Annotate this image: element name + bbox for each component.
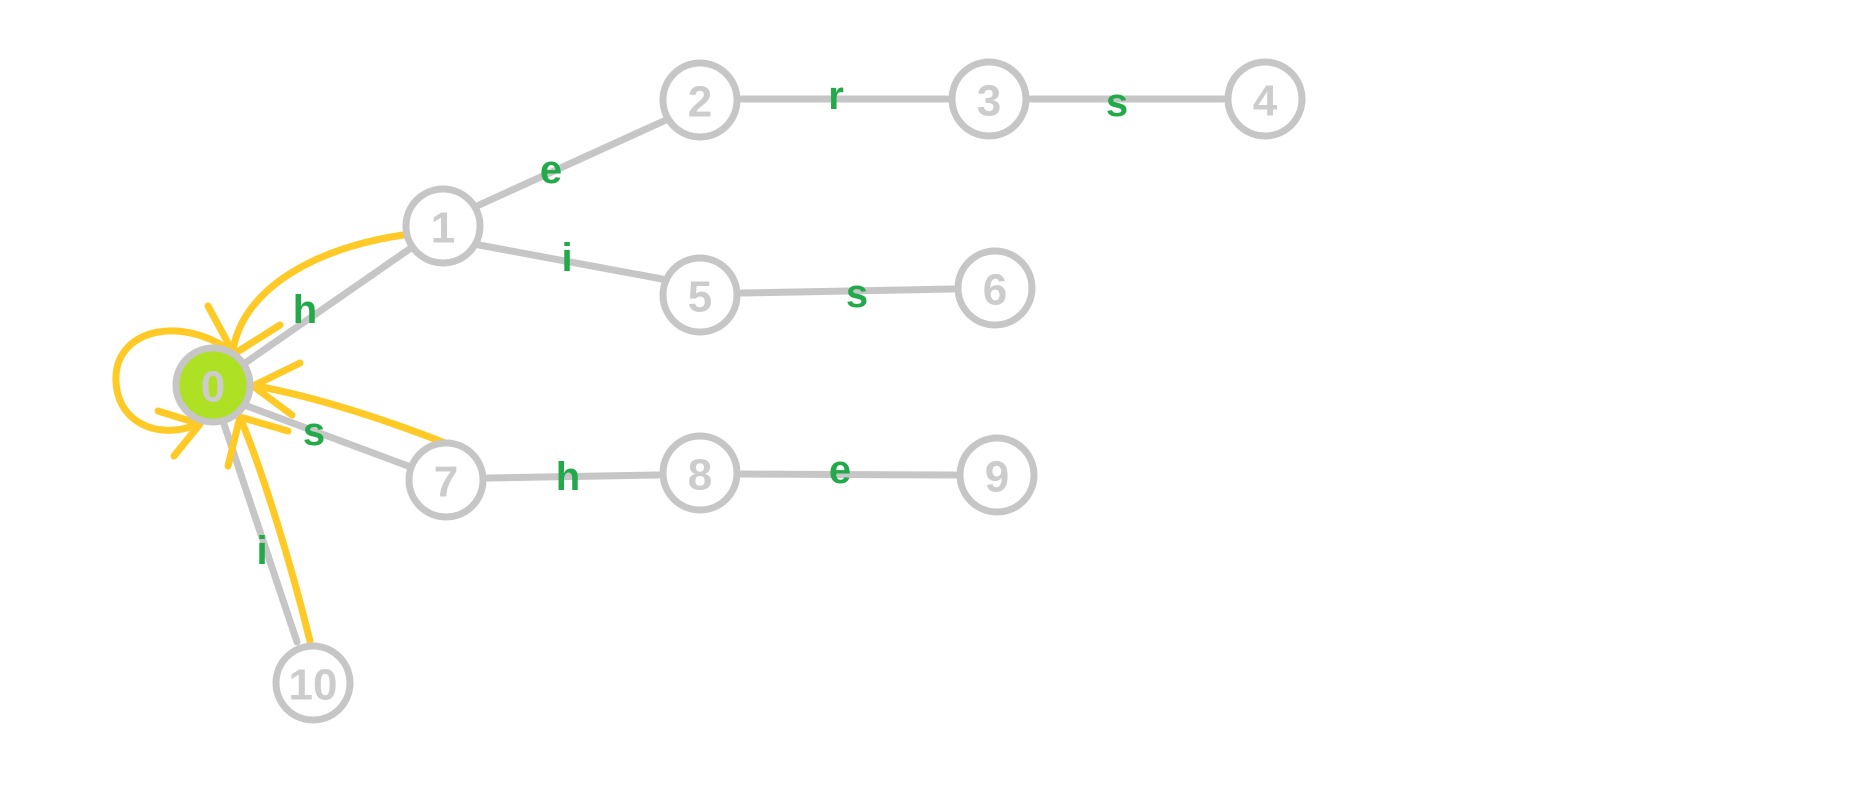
node-8-fill (660, 433, 740, 513)
node-1-label: 1 (431, 204, 455, 253)
node-1-ring (402, 185, 484, 267)
edge-label-7-8: h (556, 455, 580, 499)
node-5-ring (659, 254, 741, 336)
node-5-label: 5 (688, 273, 712, 322)
node-4-label: 4 (1253, 77, 1278, 126)
node-0-ring (172, 344, 254, 426)
node-1[interactable]: 1 (402, 185, 484, 267)
tree-edge-1-2[interactable] (473, 116, 670, 210)
tree-edge-0-7[interactable] (243, 402, 412, 470)
node-6-fill (955, 248, 1035, 328)
node-7-fill (406, 440, 486, 520)
node-10-fill (273, 643, 353, 723)
node-0[interactable]: 0 (172, 344, 254, 426)
node-0-fill (173, 345, 253, 425)
node-2-label: 2 (688, 78, 712, 127)
edge-label-1-5: i (561, 236, 572, 280)
node-7-label: 7 (434, 458, 458, 507)
node-9-ring (956, 434, 1038, 516)
node-3-fill (949, 59, 1029, 139)
node-1-fill (403, 186, 483, 266)
node-10-ring (272, 642, 354, 724)
edge-label-2-3: r (828, 74, 844, 118)
tree-edge-5-6[interactable] (738, 285, 957, 297)
edge-label-5-6: s (846, 272, 868, 316)
node-3[interactable]: 3 (948, 58, 1030, 140)
tree-edge-1-5[interactable] (475, 241, 666, 283)
node-10-label: 10 (289, 661, 338, 710)
node-6-ring (954, 247, 1036, 329)
node-5-fill (660, 255, 740, 335)
node-8-ring (659, 432, 741, 514)
edge-label-8-9: e (829, 448, 851, 492)
node-layer: 0 1 2 3 4 (172, 58, 1306, 724)
node-2-ring (659, 59, 741, 141)
node-0-label: 0 (201, 363, 225, 412)
node-10[interactable]: 10 (272, 642, 354, 724)
tree-edge-8-9[interactable] (738, 470, 959, 479)
node-8[interactable]: 8 (659, 432, 741, 514)
node-5[interactable]: 5 (659, 254, 741, 336)
tree-edge-0-1[interactable] (241, 244, 415, 367)
fail-edge-1-0[interactable] (229, 229, 424, 355)
node-6[interactable]: 6 (954, 247, 1036, 329)
fail-edge-10-0[interactable] (237, 416, 314, 645)
node-4[interactable]: 4 (1224, 58, 1306, 140)
fail-edge-10-0-arrowhead (224, 413, 292, 470)
tree-edge-7-8[interactable] (484, 471, 662, 482)
edge-label-layer: h e r s i s s h e i (256, 74, 1128, 573)
fail-edge-0-0-arrowhead (154, 407, 204, 460)
node-7[interactable]: 7 (405, 439, 487, 521)
node-7-ring (405, 439, 487, 521)
edge-label-0-10: i (256, 529, 267, 573)
node-6-label: 6 (983, 266, 1007, 315)
node-3-label: 3 (977, 77, 1001, 126)
node-8-label: 8 (688, 451, 712, 500)
node-9-fill (957, 435, 1037, 515)
node-4-fill (1225, 59, 1305, 139)
edge-label-3-4: s (1106, 81, 1128, 125)
node-2[interactable]: 2 (659, 59, 741, 141)
node-9[interactable]: 9 (956, 434, 1038, 516)
node-2-fill (660, 60, 740, 140)
node-3-ring (948, 58, 1030, 140)
edge-label-0-7: s (303, 410, 325, 454)
node-4-ring (1224, 58, 1306, 140)
tree-edge-0-10[interactable] (220, 420, 301, 646)
node-9-label: 9 (985, 453, 1009, 502)
fail-edge-0-0[interactable] (112, 327, 240, 434)
tree-edge-layer (220, 95, 1227, 646)
edge-label-1-2: e (540, 148, 562, 192)
edge-label-0-1: h (293, 288, 317, 332)
